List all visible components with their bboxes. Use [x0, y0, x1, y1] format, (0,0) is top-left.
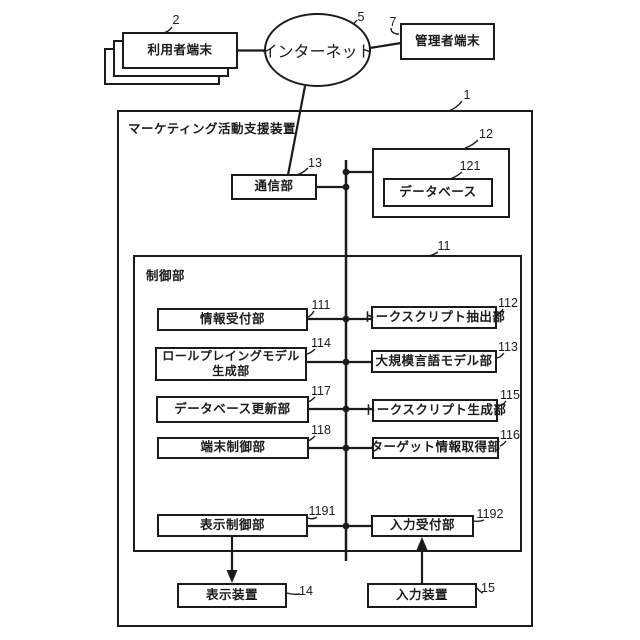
large-language-model-box: 大規模言語モデル部: [371, 350, 497, 373]
database-update-box: データベース更新部: [156, 396, 309, 423]
ref-12: 12: [479, 127, 493, 141]
talk-script-extraction-label: トークスクリプト抽出部: [362, 309, 506, 324]
ref-118: 118: [311, 423, 331, 437]
talk-script-generation-box: トークスクリプト生成部: [364, 399, 506, 422]
ref-11: 11: [437, 239, 451, 253]
arrow-input-head: [416, 537, 428, 550]
storage-frame: [372, 148, 510, 218]
info-reception-box: 情報受付部: [157, 308, 308, 331]
ref-1191: 1191: [308, 504, 336, 518]
bus-junction-dot: [342, 358, 350, 366]
roleplaying-model-generation-label: ロールプレイングモデル生成部: [162, 349, 300, 378]
ref-115: 115: [500, 388, 520, 402]
device-frame: [117, 110, 533, 627]
ref-111: 111: [311, 298, 331, 312]
target-info-acquisition-label: ターゲット情報取得部: [370, 440, 501, 455]
talk-script-extraction-box: トークスクリプト抽出部: [363, 306, 505, 329]
ref-5: 5: [357, 10, 365, 24]
internet-cloud: インターネット: [261, 13, 374, 87]
roleplaying-model-generation-box: ロールプレイングモデル生成部: [155, 347, 307, 381]
control-unit-title: 制御部: [146, 269, 186, 283]
ref-113: 113: [498, 340, 518, 354]
comm-unit-box: 通信部: [231, 174, 317, 200]
leader-tick-1192: [473, 519, 485, 523]
user-terminal-box: 利用者端末: [122, 32, 238, 69]
ref-117: 117: [311, 384, 331, 398]
admin-terminal-box: 管理者端末: [400, 23, 495, 60]
admin-terminal-label: 管理者端末: [414, 33, 480, 48]
leader-tick-111: [307, 310, 315, 318]
bus-junction-dot: [342, 522, 350, 530]
leader-tick-12: [464, 139, 479, 149]
input-device-box: 入力装置: [367, 583, 477, 608]
device-title: マーケティング活動支援装置: [128, 122, 297, 136]
arrow-display-head: [226, 570, 238, 583]
ref-7: 7: [389, 15, 397, 29]
ref-13: 13: [308, 156, 322, 170]
leader-tick-1191: [307, 516, 318, 520]
database-box: データベース: [383, 178, 493, 207]
leader-tick-113: [496, 352, 505, 359]
ref-1192: 1192: [476, 507, 504, 521]
ref-2: 2: [172, 13, 180, 27]
ref-112: 112: [498, 296, 518, 310]
leader-tick-7: [390, 27, 400, 35]
user-terminal-label: 利用者端末: [147, 42, 213, 57]
display-control-label: 表示制御部: [199, 517, 265, 532]
display-device-box: 表示装置: [177, 583, 287, 608]
control-unit-frame: [133, 255, 522, 552]
leader-tick-15: [476, 587, 484, 594]
internet-label: インターネット: [261, 44, 374, 61]
input-device-label: 入力装置: [395, 587, 448, 602]
ref-15: 15: [481, 581, 495, 595]
database-update-label: データベース更新部: [174, 401, 291, 416]
input-reception-label: 入力受付部: [389, 518, 455, 533]
large-language-model-label: 大規模言語モデル部: [375, 353, 493, 368]
ref-114: 114: [311, 336, 331, 350]
database-label: データベース: [399, 184, 477, 199]
terminal-control-label: 端末制御部: [200, 440, 266, 455]
target-info-acquisition-box: ターゲット情報取得部: [370, 437, 501, 459]
bus-junction-dot: [342, 405, 350, 413]
terminal-control-box: 端末制御部: [157, 437, 309, 459]
leader-tick-14: [286, 592, 301, 596]
input-reception-box: 入力受付部: [371, 515, 474, 537]
ref-14: 14: [299, 584, 313, 598]
ref-116: 116: [500, 428, 520, 442]
bus-junction-dot: [342, 168, 350, 176]
bus-junction-dot: [342, 315, 350, 323]
leader-tick-114: [306, 348, 316, 355]
info-reception-label: 情報受付部: [199, 311, 265, 326]
leader-tick-112: [496, 308, 504, 316]
leader-tick-115: [498, 400, 507, 407]
edge-internet-admin: [369, 41, 402, 50]
leader-tick-116: [499, 440, 507, 447]
display-control-box: 表示制御部: [157, 514, 308, 537]
talk-script-generation-label: トークスクリプト生成部: [363, 402, 507, 417]
comm-unit-label: 通信部: [254, 179, 294, 194]
edge-internet-comm: [286, 85, 307, 176]
display-device-label: 表示装置: [205, 587, 258, 602]
ref-1: 1: [463, 88, 471, 102]
bus-junction-dot: [342, 444, 350, 452]
bus-junction-dot: [342, 183, 350, 191]
ref-121: 121: [459, 159, 481, 173]
